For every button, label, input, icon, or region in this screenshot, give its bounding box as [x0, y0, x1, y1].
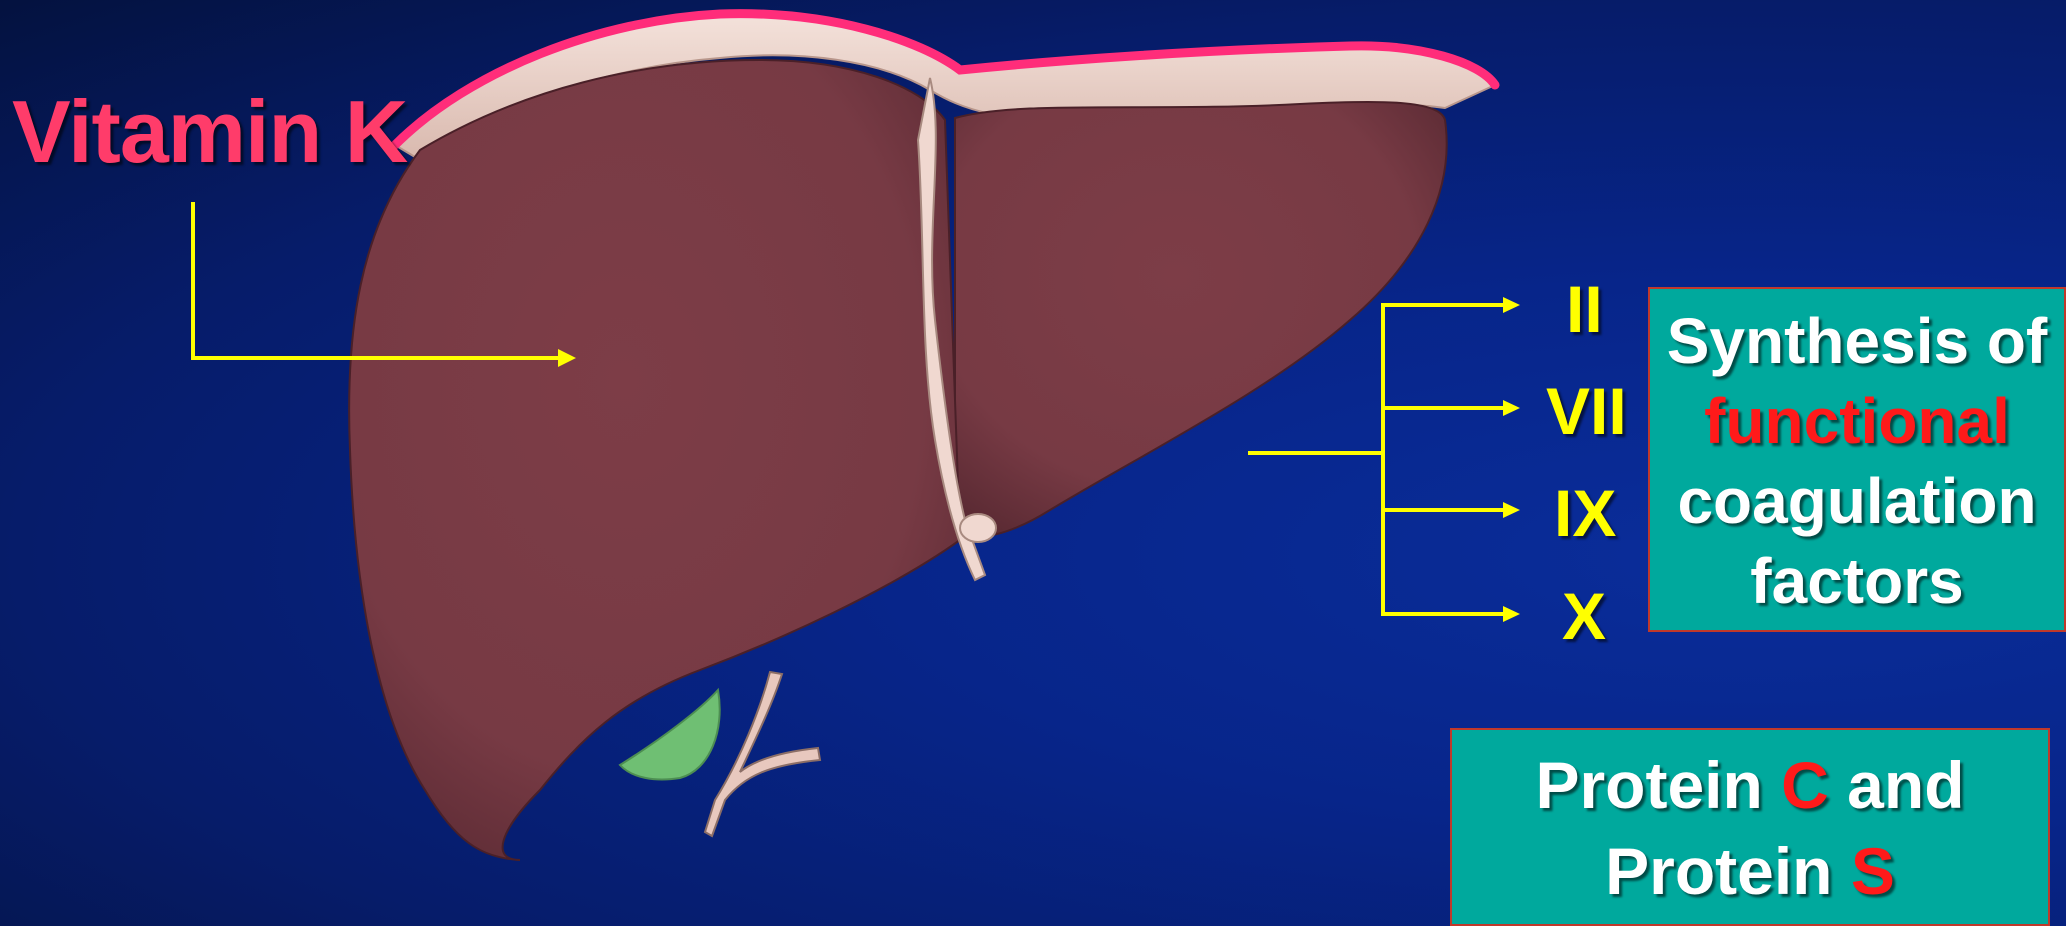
- arrow-to-factor-II: [1381, 297, 1520, 313]
- bile-duct: [705, 672, 820, 836]
- arrow-to-factor-IX: [1381, 502, 1520, 518]
- liver-right-lobe: [955, 102, 1447, 537]
- ligamentum-teres-end: [960, 514, 996, 542]
- arrow-to-factor-VII: [1381, 400, 1520, 416]
- synthesis-line4: factors: [1650, 541, 2064, 621]
- protein-line1: Protein C and: [1452, 742, 2048, 828]
- gallbladder: [620, 690, 720, 779]
- synthesis-line3: coagulation: [1650, 461, 2064, 541]
- protein-s-prefix: Protein: [1605, 834, 1851, 908]
- factor-II-label: II: [1566, 276, 1603, 342]
- factor-IX-label: IX: [1554, 480, 1616, 546]
- protein-c-suffix: and: [1829, 748, 1965, 822]
- protein-box: Protein C and Protein S: [1450, 728, 2050, 926]
- protein-s-letter: S: [1851, 834, 1895, 908]
- synthesis-box: Synthesis of functional coagulation fact…: [1648, 287, 2066, 632]
- protein-line2: Protein S: [1452, 828, 2048, 914]
- synthesis-line1: Synthesis of: [1650, 301, 2064, 381]
- liver-illustration: [349, 14, 1495, 860]
- protein-c-letter: C: [1781, 748, 1829, 822]
- vitamin-k-label: Vitamin K: [12, 88, 407, 176]
- synthesis-highlight: functional: [1650, 381, 2064, 461]
- arrow-to-factor-X: [1381, 606, 1520, 622]
- factor-VII-label: VII: [1546, 378, 1627, 444]
- protein-c-prefix: Protein: [1535, 748, 1781, 822]
- factor-X-label: X: [1562, 583, 1606, 649]
- liver-left-lobe: [349, 60, 960, 860]
